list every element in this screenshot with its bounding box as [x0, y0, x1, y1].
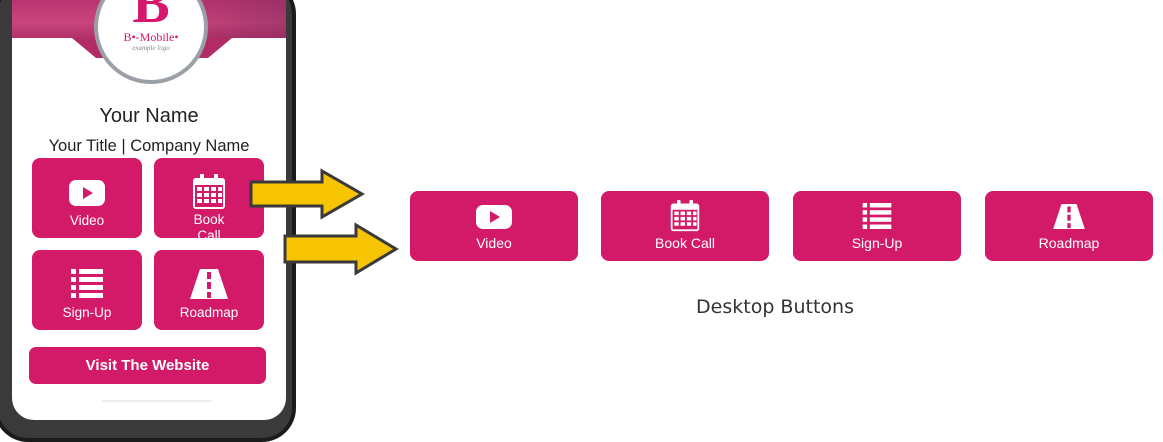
phone-mockup: B B•-Mobile• example logo Your Name Your… — [0, 0, 296, 442]
profile-name: Your Name — [99, 105, 199, 127]
desktop-roadmap-label: Roadmap — [1038, 235, 1100, 251]
logo-tagline: example logo — [132, 44, 170, 52]
phone-video-label: Video — [69, 213, 105, 228]
phone-roadmap-button[interactable]: Roadmap — [154, 250, 264, 330]
desktop-sign-up-label: Sign-Up — [851, 235, 903, 251]
video-icon — [476, 205, 512, 234]
logo-brand: B•-Mobile• — [123, 30, 179, 44]
desktop-video-button[interactable]: Video — [410, 191, 578, 261]
desktop-video-label: Video — [476, 235, 512, 251]
phone-sign-up-button[interactable]: Sign-Up — [32, 250, 142, 330]
calendar-icon — [669, 200, 701, 237]
desktop-roadmap-button[interactable]: Roadmap — [985, 191, 1153, 261]
phone-book-call-label: Book Call — [193, 212, 225, 238]
calendar-icon — [192, 174, 226, 215]
desktop-book-call-label: Book Call — [655, 235, 715, 251]
desktop-sign-up-button[interactable]: Sign-Up — [793, 191, 961, 261]
list-icon — [71, 269, 103, 304]
visit-website-button[interactable]: Visit The Website — [29, 347, 266, 384]
arrow-icon — [249, 168, 366, 220]
ribbon-right — [208, 38, 232, 58]
phone-video-button[interactable]: Video — [32, 158, 142, 238]
video-icon — [69, 180, 105, 211]
road-icon — [1052, 204, 1086, 234]
divider — [102, 400, 212, 402]
desktop-book-call-button[interactable]: Book Call — [601, 191, 769, 261]
phone-book-call-button[interactable]: Book Call — [154, 158, 264, 238]
list-icon — [861, 203, 893, 234]
phone-roadmap-label: Roadmap — [179, 305, 239, 320]
phone-sign-up-label: Sign-Up — [62, 305, 112, 320]
profile-title: Your Title | Company Name — [48, 137, 250, 155]
phone-screen: B B•-Mobile• example logo Your Name Your… — [12, 0, 286, 420]
caption-desktop-buttons: Desktop Buttons — [696, 296, 854, 318]
logo-letter: B — [132, 0, 170, 35]
profile-logo: B B•-Mobile• example logo — [94, 0, 208, 84]
road-icon — [190, 269, 228, 304]
ribbon-left — [72, 38, 96, 58]
arrow-icon — [283, 222, 399, 276]
